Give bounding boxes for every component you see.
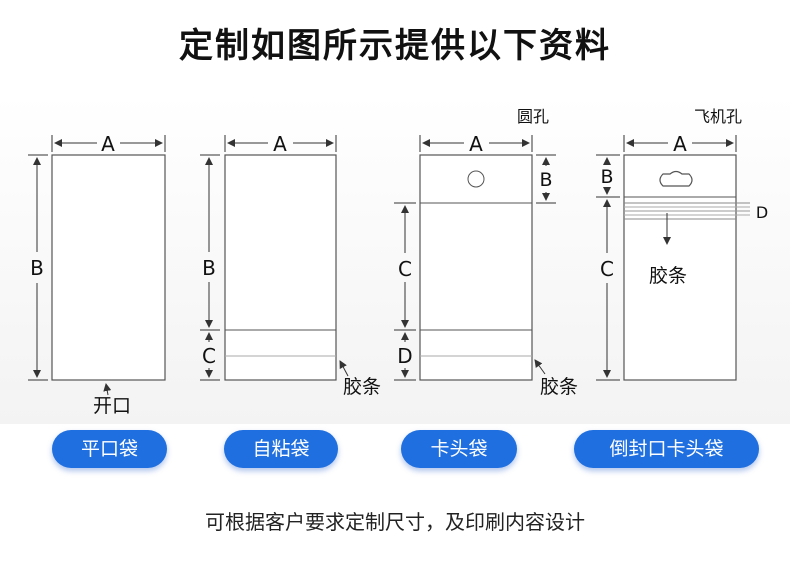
flat-bag-diagram: A B 开口 [28,132,166,417]
dimension-label-a: A [469,132,483,156]
dimension-label-c: C [600,257,614,281]
dimension-label-d: D [756,203,768,222]
tape-label: 胶条 [343,376,381,398]
airplane-hole-label: 飞机孔 [694,107,742,126]
dimension-label-b: B [30,256,44,280]
footer-note: 可根据客户要求定制尺寸，及印刷内容设计 [205,510,585,534]
dimension-label-b: B [202,256,216,280]
dimension-label-a: A [101,132,115,156]
self-adhesive-bag-diagram: A B C 胶条 [200,132,381,398]
header-card-bag-outline [419,154,533,381]
bag-type-reverse-seal-header: 倒封口卡头袋 [574,430,759,468]
tape-pointer [339,360,349,377]
self-adhesive-bag-outline [224,154,337,381]
page-title: 定制如图所示提供以下资料 [179,26,611,66]
airplane-hole [659,170,693,187]
tape-label: 胶条 [540,376,578,398]
round-hole-label: 圆孔 [517,107,549,126]
flat-bag-outline [51,154,166,381]
dimension-label-a: A [273,132,287,156]
dimension-label-c: C [202,344,216,368]
reverse-seal-strips [624,202,750,220]
reverse-seal-header-bag-diagram: 飞机孔 A B C D 胶条 [596,107,768,381]
bag-type-self-adhesive: 自粘袋 [224,430,338,468]
dimension-label-d: D [397,344,412,368]
bag-type-flat: 平口袋 [52,430,167,468]
header-card-bag-diagram: 圆孔 A B C D 胶条 [394,107,578,398]
tape-pointer [534,359,546,375]
round-hole [467,170,485,188]
dimension-label-b: B [539,169,552,191]
bag-diagrams: A B 开口 A B C 胶条 圆孔 [28,107,768,417]
opening-label: 开口 [93,395,131,417]
opening-pointer [103,383,112,396]
dimension-label-b: B [600,166,613,188]
reverse-seal-bag-outline [623,154,737,381]
dimension-label-c: C [398,257,412,281]
dimension-label-a: A [673,132,687,156]
tape-label: 胶条 [649,265,687,287]
bag-type-header-card: 卡头袋 [401,430,517,468]
